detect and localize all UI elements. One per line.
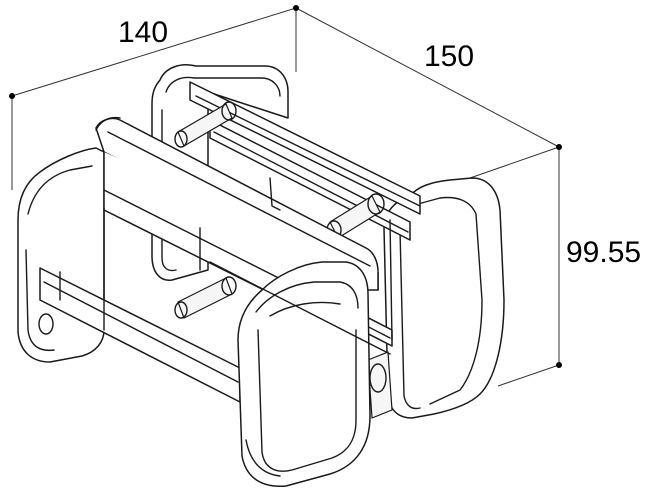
inner-details <box>95 116 393 355</box>
dimension-marker <box>293 5 299 11</box>
dimension-labels: 140 150 99.55 <box>118 16 641 269</box>
dimension-lines <box>9 5 562 387</box>
dimension-marker <box>9 93 15 99</box>
dimension-marker <box>556 362 562 368</box>
dimension-line-width <box>11 7 297 97</box>
front-left-end-cap <box>17 147 105 363</box>
clip-part <box>17 64 505 487</box>
extension-line-right-top <box>469 146 560 179</box>
width-dimension-label: 140 <box>118 16 168 49</box>
front-right-end-cap <box>237 261 371 487</box>
depth-dimension-label: 150 <box>424 40 474 73</box>
dimension-marker <box>556 144 562 150</box>
dimension-line-depth <box>295 7 560 148</box>
height-dimension-label: 99.55 <box>566 236 641 269</box>
extension-line-right-bottom <box>497 364 560 387</box>
back-right-end-cap <box>367 177 505 419</box>
